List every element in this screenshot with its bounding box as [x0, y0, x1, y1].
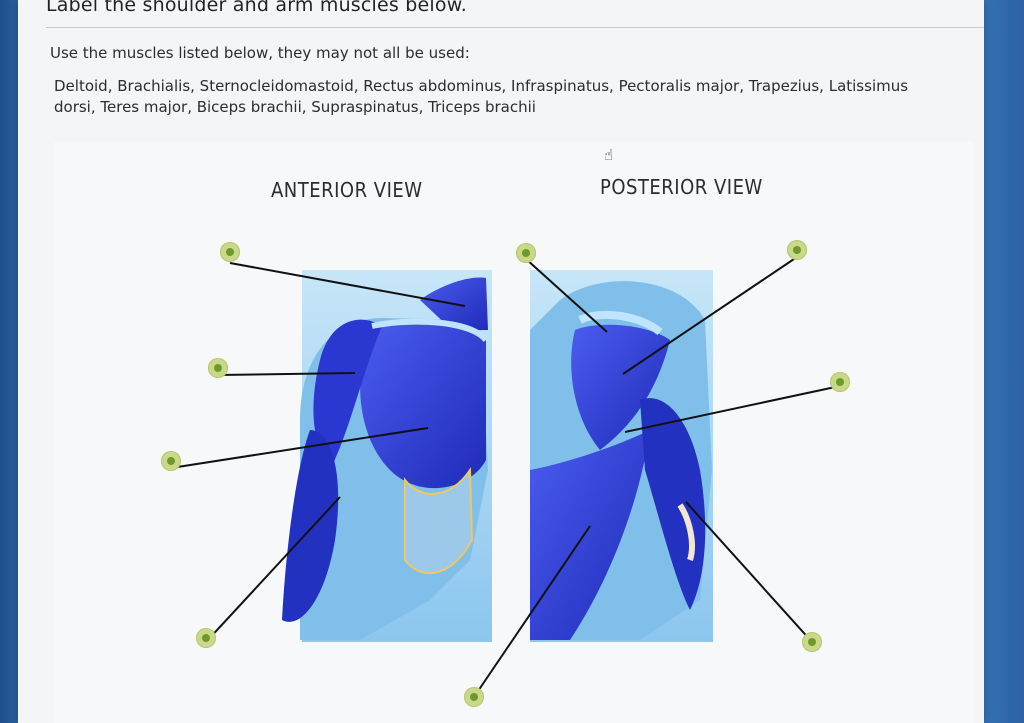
title-divider	[46, 27, 984, 28]
label-target-6[interactable]	[787, 240, 807, 260]
anterior-view-title: ANTERIOR VIEW	[271, 178, 423, 202]
biceps-shape	[282, 430, 339, 622]
label-target-3[interactable]	[161, 451, 181, 471]
label-target-2[interactable]	[208, 358, 228, 378]
label-target-7[interactable]	[830, 372, 850, 392]
triceps-tendon-shape	[677, 503, 695, 561]
label-target-9[interactable]	[802, 632, 822, 652]
leader-lines	[170, 256, 841, 698]
diagram-canvas	[54, 142, 974, 723]
ribs-shape	[404, 466, 474, 574]
label-target-5[interactable]	[516, 243, 536, 263]
leader-line-4	[205, 496, 341, 643]
posterior-illustration	[530, 270, 713, 642]
clavicle-shape	[371, 318, 489, 343]
infraspinatus-shape	[571, 324, 670, 450]
leader-line-2	[217, 372, 356, 376]
label-target-4[interactable]	[196, 628, 216, 648]
leader-line-3	[170, 427, 429, 469]
muscle-list-line-1: Deltoid, Brachialis, Sternocleidomastoid…	[54, 77, 909, 95]
anterior-illustration	[282, 270, 492, 642]
anterior-deltoid-shape	[313, 319, 382, 470]
latissimus-dorsi-shape	[530, 430, 650, 640]
scapula-spine-shape	[578, 310, 663, 336]
muscle-list-line-2: dorsi, Teres major, Biceps brachii, Supr…	[54, 98, 536, 116]
leader-line-5	[525, 258, 608, 333]
leader-line-9	[685, 501, 813, 643]
pectoralis-major-shape	[360, 321, 486, 489]
leader-line-8	[473, 525, 591, 698]
hand-pointer-icon: ☝	[604, 146, 614, 164]
muscle-list: Deltoid, Brachialis, Sternocleidomastoid…	[54, 76, 954, 118]
label-target-8[interactable]	[464, 687, 484, 707]
leader-line-6	[622, 256, 798, 375]
label-target-1[interactable]	[220, 242, 240, 262]
page-title: Label the shoulder and arm muscles below…	[46, 0, 467, 16]
instruction-text: Use the muscles listed below, they may n…	[50, 44, 470, 62]
leader-line-1	[229, 262, 466, 307]
leader-line-7	[624, 385, 841, 433]
posterior-view-title: POSTERIOR VIEW	[600, 175, 763, 199]
